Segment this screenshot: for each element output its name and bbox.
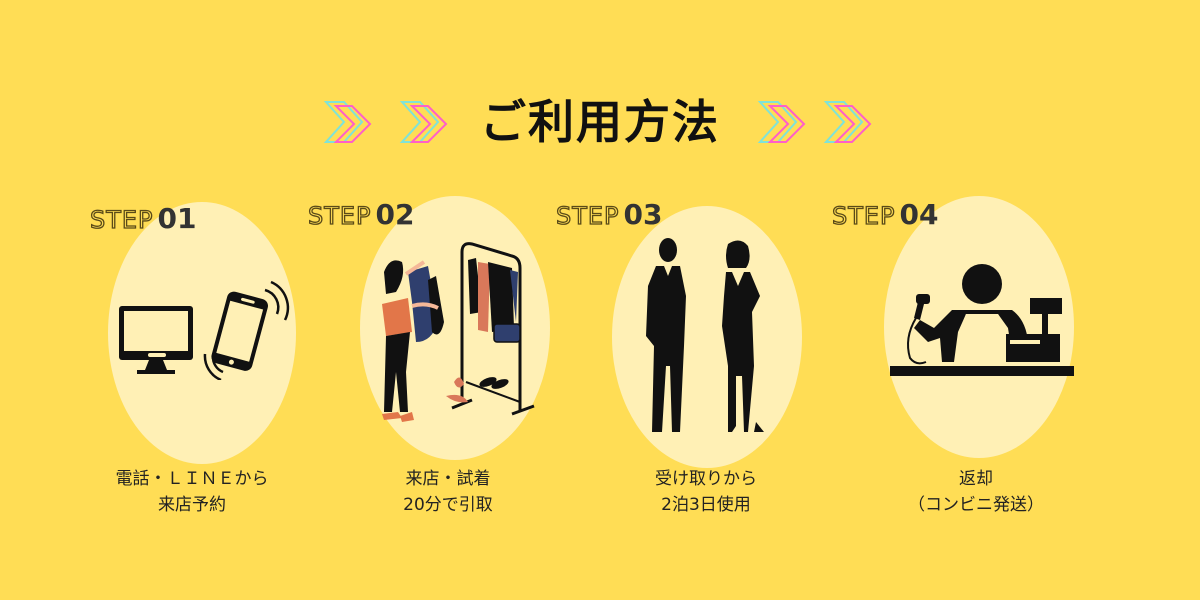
step-4-caption: 返却 （コンビニ発送） [846, 466, 1106, 518]
step-2-caption: 来店・試着 20分で引取 [318, 466, 578, 518]
step-number: 04 [899, 198, 939, 231]
title-row: ご利用方法 [0, 88, 1200, 158]
computer-and-phone-icon [119, 280, 290, 380]
caption-line: 20分で引取 [403, 495, 493, 515]
step-1-caption: 電話・ＬＩＮＥから 来店予約 [62, 466, 322, 518]
double-chevron-icon [823, 101, 872, 143]
caption-line: 返却 [959, 469, 993, 489]
step-3-caption: 受け取りから 2泊3日使用 [576, 466, 836, 518]
step-3-oval [612, 206, 802, 468]
double-chevron-icon [323, 101, 372, 143]
page-title: ご利用方法 [480, 95, 720, 149]
woman-trying-clothes-illustration [382, 242, 535, 422]
double-chevron-icon [757, 101, 806, 143]
step-word: STEP [307, 201, 372, 230]
step-word: STEP [555, 201, 620, 230]
step-number: 03 [623, 198, 663, 231]
business-couple-silhouette [646, 238, 764, 432]
double-chevron-icon [399, 101, 448, 143]
step-number: 01 [157, 202, 197, 235]
step-word: STEP [831, 201, 896, 230]
step-word: STEP [89, 205, 154, 234]
caption-line: （コンビニ発送） [908, 495, 1044, 515]
caption-line: 電話・ＬＩＮＥから [115, 469, 269, 489]
caption-line: 2泊3日使用 [661, 495, 751, 515]
caption-line: 受け取りから [655, 469, 757, 489]
caption-line: 来店・試着 [405, 469, 491, 489]
caption-line: 来店予約 [158, 495, 226, 515]
step-number: 02 [375, 198, 415, 231]
convenience-store-cashier-icon [890, 264, 1074, 376]
